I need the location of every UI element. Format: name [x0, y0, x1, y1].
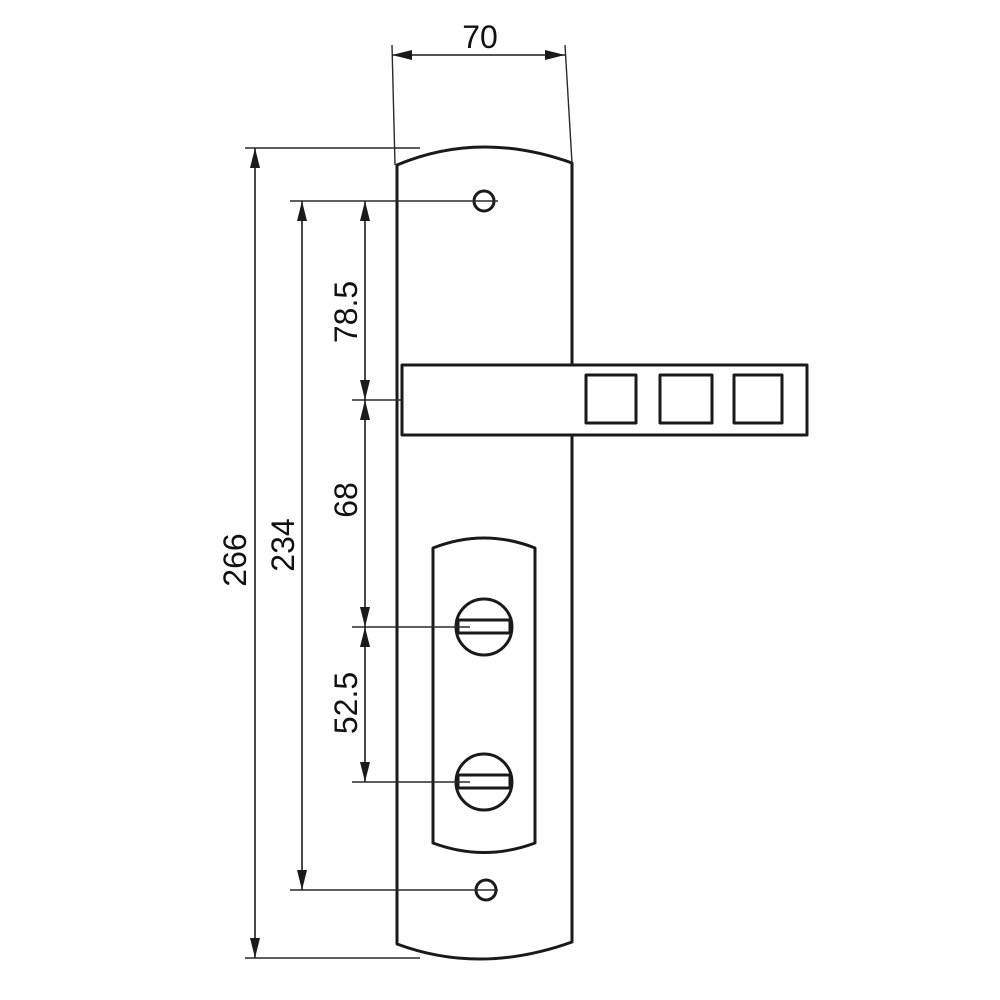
- dimension-hole-to-lever-label: 78.5: [328, 281, 364, 343]
- dimension-overall-height-label: 266: [217, 533, 253, 586]
- inner-panel: [431, 536, 537, 854]
- lever-square-3: [732, 373, 784, 425]
- dimension-hole-spacing: 234: [265, 200, 498, 891]
- dimension-hole-spacing-label: 234: [265, 518, 301, 571]
- dimension-turn-to-turn-label: 52.5: [328, 672, 364, 734]
- dimension-lever-to-turn-label: 68: [328, 482, 364, 518]
- backplate-outline: [395, 145, 574, 961]
- lever-square-1: [584, 373, 638, 425]
- lever-square-2: [658, 373, 714, 425]
- lever-handle: [400, 363, 809, 437]
- dimension-chain: 78.5 68 52.5: [328, 201, 470, 783]
- dimension-overall-height: 266: [217, 147, 420, 959]
- dimension-width-label: 70: [462, 19, 498, 55]
- dimension-width: 70: [391, 19, 573, 166]
